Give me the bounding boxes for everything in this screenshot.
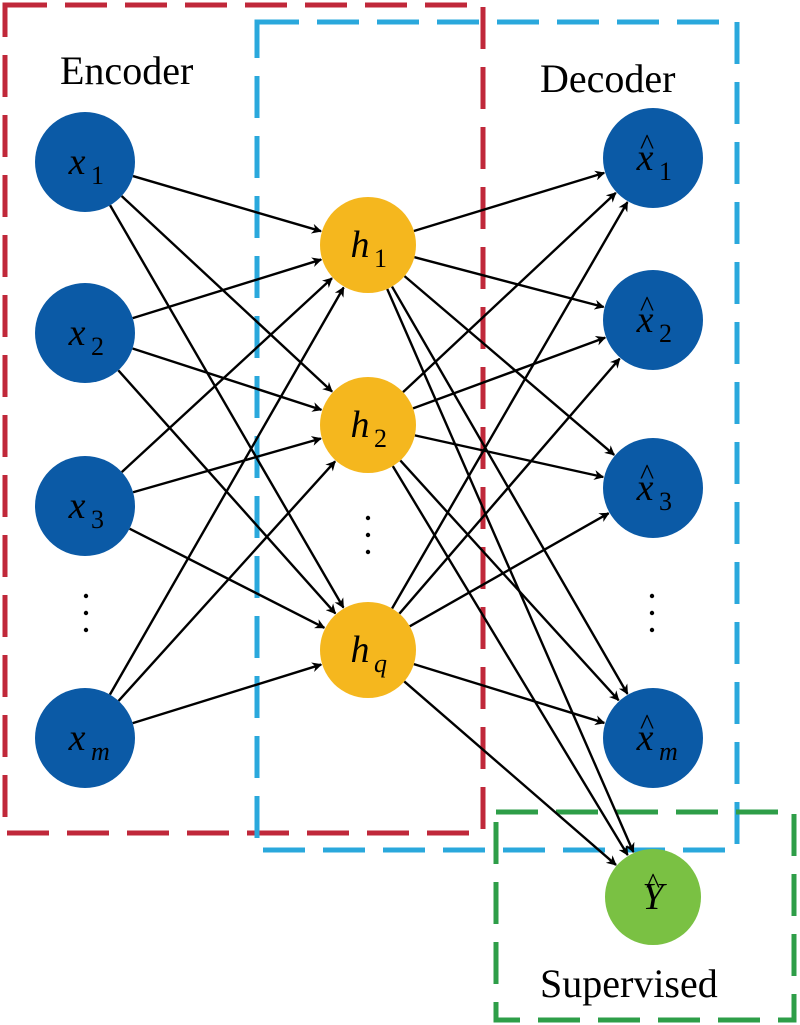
encoder-edge-1-1: [132, 174, 322, 234]
output-node-1-label: x: [636, 137, 654, 179]
output-node-1-hat: ^: [640, 128, 654, 161]
decoder-edge-1-1: [413, 170, 606, 233]
supervised-box: [493, 809, 797, 1023]
input-node-2-label: x: [68, 312, 86, 354]
hidden-node-1-subscript: 1: [374, 244, 387, 273]
encoder-box: [2, 2, 486, 836]
hidden-node-3-circle: [320, 602, 416, 698]
decoder-label: Decoder: [540, 56, 675, 101]
output-node-1-circle: [603, 108, 703, 208]
output-node-3-circle: [603, 438, 703, 538]
hidden-node-1-label: h: [351, 224, 370, 266]
decoder-edge-2-4: [399, 459, 620, 702]
input-node-4-label: x: [68, 717, 86, 759]
encoder-edge-3-1: [120, 277, 333, 473]
encoder-edge-4-2: [117, 460, 337, 702]
decoder-edge-2-2: [412, 336, 607, 410]
output-node-4-hat: ^: [640, 708, 654, 741]
input-node-2-circle: [35, 283, 135, 383]
encoder-edge-2-2: [132, 347, 323, 412]
input-node-3-subscript: 3: [91, 505, 104, 534]
supervised-edge-3: [403, 680, 617, 866]
hidden-node-3-label: h: [351, 629, 370, 671]
supervised-output-node-label: Y: [642, 876, 667, 918]
input-node-1-circle: [35, 112, 135, 212]
decoder-edge-1-4: [390, 285, 629, 695]
output-node-3-hat: ^: [640, 458, 654, 491]
input-node-1-label: x: [68, 141, 86, 183]
hidden-node-3-subscript: q: [374, 649, 387, 678]
output-node-2-hat: ^: [640, 290, 654, 323]
input-node-4-subscript: m: [91, 737, 110, 766]
edges-group: [108, 170, 635, 866]
input-node-3-circle: [35, 456, 135, 556]
supervised-output-node: Y^: [605, 849, 701, 945]
encoder-edge-3-3: [129, 527, 326, 629]
output-node-4-label: x: [636, 717, 654, 759]
input-node-1-subscript: 1: [91, 161, 104, 190]
output-node-4-circle: [603, 688, 703, 788]
decoder-edge-2-3: [414, 434, 605, 480]
output-ellipsis: [649, 593, 655, 633]
output-node-2-subscript: 2: [659, 319, 672, 348]
output-node-3-subscript: 3: [659, 487, 672, 516]
encoder-label: Encoder: [60, 48, 193, 93]
encoder-edge-2-1: [132, 257, 323, 320]
hidden-node-2-circle: [320, 377, 416, 473]
encoder-edge-1-3: [109, 204, 345, 609]
decoder-edge-3-1: [391, 201, 629, 610]
encoder-edge-3-2: [132, 436, 322, 494]
decoder-edge-1-2: [414, 256, 605, 310]
supervised-edge-2: [391, 465, 629, 856]
encoder-edge-4-1: [108, 286, 345, 696]
supervised-output-node-circle: [605, 849, 701, 945]
input-node-3-label: x: [68, 485, 86, 527]
output-node-3-label: x: [636, 467, 654, 509]
hidden-ellipsis: [365, 515, 371, 555]
supervised-output-node-hat: ^: [646, 867, 660, 900]
hidden-node-2-subscript: 2: [374, 424, 387, 453]
encoder-edge-4-3: [132, 662, 323, 725]
input-ellipsis: [83, 593, 89, 633]
output-node-1-subscript: 1: [659, 157, 672, 186]
decoder-edge-3-2: [398, 357, 621, 615]
supervised-edge-1: [386, 288, 635, 854]
output-node-2-circle: [603, 270, 703, 370]
output-node-2-label: x: [636, 299, 654, 341]
decoder-edge-1-3: [403, 275, 615, 456]
supervised-label: Supervised: [540, 961, 718, 1006]
input-node-2-subscript: 2: [91, 332, 104, 361]
encoder-edge-1-2: [120, 195, 333, 393]
hidden-node-1-circle: [320, 197, 416, 293]
hidden-node-2-label: h: [351, 404, 370, 446]
decoder-edge-2-1: [402, 191, 617, 394]
output-node-4-subscript: m: [659, 737, 678, 766]
input-node-4-circle: [35, 688, 135, 788]
